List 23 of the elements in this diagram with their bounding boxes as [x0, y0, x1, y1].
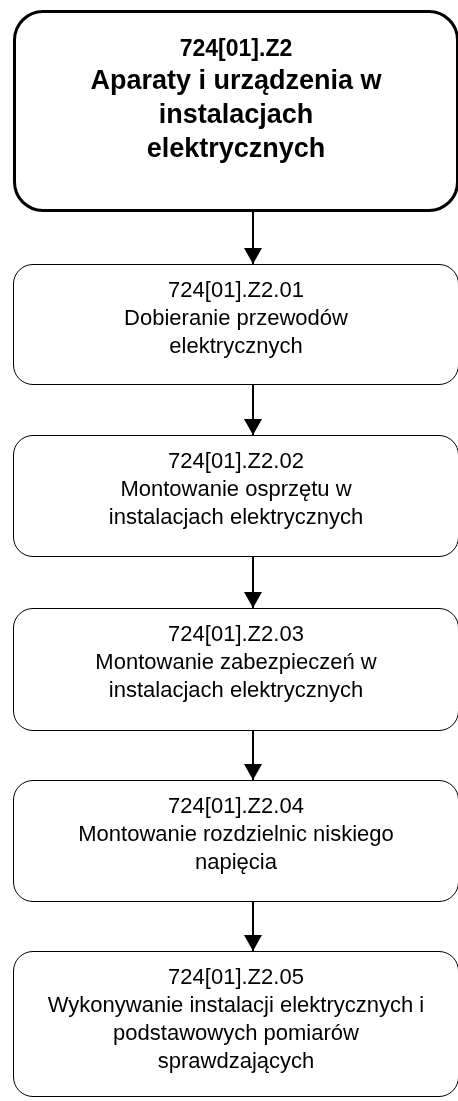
module-code: 724[01].Z2.01 [168, 276, 304, 304]
module-code: 724[01].Z2.03 [168, 620, 304, 648]
module-title: Aparaty i urządzenia w instalacjach elektrycznych [89, 64, 383, 165]
process-box [13, 780, 458, 902]
module-code: 724[01].Z2.04 [168, 792, 304, 820]
module-code: 724[01].Z2 [179, 34, 293, 63]
module-title: Dobieranie przewodów elektrycznych [123, 304, 349, 360]
arrow [244, 211, 262, 265]
module-code: 724[01].Z2.05 [168, 963, 304, 991]
process-box [13, 10, 458, 212]
module-title: Montowanie rozdzielnic niskiego napięcia [77, 820, 395, 876]
arrow [244, 730, 262, 781]
module-title: Wykonywanie instalacji elektrycznych i podstawowych pomiarów sprawdzających [46, 991, 426, 1075]
process-box [13, 608, 458, 731]
arrow [244, 556, 262, 609]
arrow [244, 901, 262, 952]
arrow [244, 384, 262, 436]
process-box [13, 951, 458, 1097]
process-box [13, 264, 458, 385]
module-title: Montowanie zabezpieczeń w instalacjach elektrycznych [94, 648, 378, 704]
module-code: 724[01].Z2.02 [168, 447, 304, 475]
process-box [13, 435, 458, 557]
module-title: Montowanie osprzętu w instalacjach elektrycznych [107, 475, 365, 531]
